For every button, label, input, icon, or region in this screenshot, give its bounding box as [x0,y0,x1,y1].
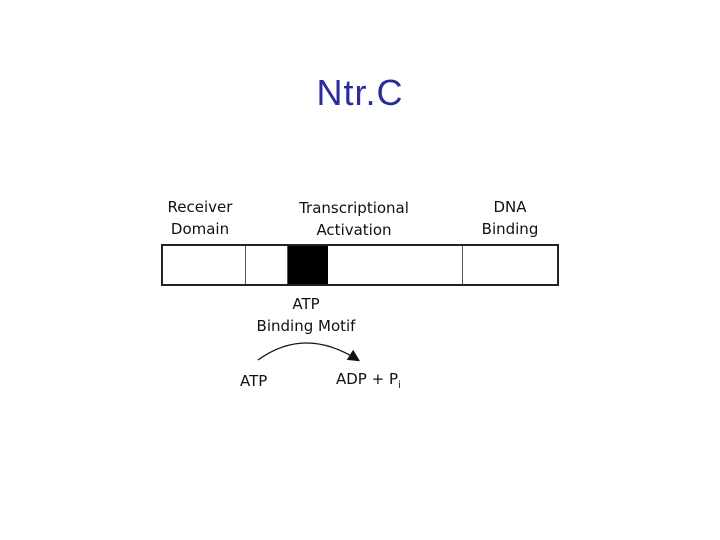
receiver-label-line2: Domain [170,220,230,238]
activation-left-segment [246,246,288,284]
receiver-domain-label: Receiver Domain [150,196,250,240]
transcriptional-activation-label: Transcriptional Activation [280,197,428,241]
dna-binding-segment [463,246,557,284]
atp-motif-label-line1: ATP [292,295,320,313]
transcriptional-label-line1: Transcriptional [299,199,409,217]
atp-motif-label-line2: Binding Motif [256,317,356,335]
dna-label-line1: DNA [493,198,527,216]
pi-subscript: i [398,380,401,391]
adp-product-label: ADP + Pi [336,368,426,397]
dna-binding-label: DNA Binding [470,196,550,240]
atp-binding-motif-segment [288,246,328,284]
page-title: Ntr.C [316,72,404,113]
atp-substrate-label: ATP [240,372,268,390]
activation-right-segment [328,246,463,284]
reaction-arrow [257,342,361,362]
atp-binding-motif-label: ATP Binding Motif [246,293,366,337]
receiver-domain-segment [163,246,246,284]
domain-bar [161,244,559,286]
receiver-label-line1: Receiver [167,198,233,216]
adp-product-text: ADP + P [336,370,399,388]
dna-label-line2: Binding [481,220,539,238]
transcriptional-label-line2: Activation [316,221,392,239]
reaction-arrow-curve [257,342,361,362]
